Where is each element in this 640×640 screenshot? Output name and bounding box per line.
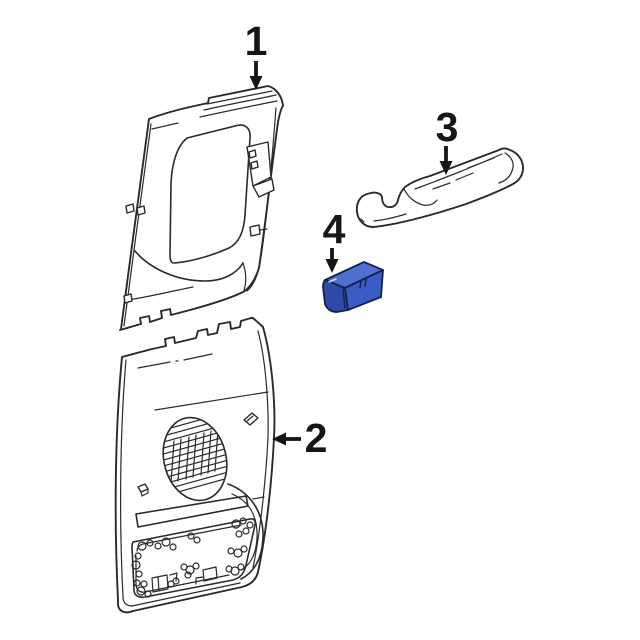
lower-panel-top-dash-dot — [137, 353, 213, 369]
upper-panel-window-recess — [169, 124, 251, 264]
upper-panel-left-tab-2 — [136, 205, 146, 216]
callout-4-arrow-head — [325, 259, 339, 273]
header-rail-line-2 — [203, 94, 277, 111]
armrest-surface-dashes — [432, 157, 495, 190]
lower-panel-left-inner-line — [120, 359, 127, 598]
callout-3-arrow-head — [439, 161, 453, 175]
upper-panel-left-tab-1 — [125, 203, 135, 214]
upper-panel-left-tab-3 — [123, 293, 133, 304]
upper-panel-right-drop-curve — [242, 262, 247, 291]
callout-4-label: 4 — [323, 206, 346, 252]
lower-panel-clip-left-face — [140, 488, 149, 497]
lower-panel-mid-line — [154, 391, 269, 411]
upper-panel-right-tab-link — [259, 228, 268, 231]
callout-1-arrow-head — [249, 76, 263, 90]
header-rail-line-3 — [199, 100, 278, 118]
part-armrest — [355, 147, 524, 228]
map-pocket-outline — [131, 518, 257, 598]
armrest-end-cap-inner — [498, 152, 514, 184]
bracket-clip-square-1 — [248, 149, 257, 159]
pull-cup-outer-curve — [227, 483, 264, 580]
lower-panel-slot-dash — [252, 496, 265, 500]
switch-housing-lip-step-line — [342, 288, 346, 309]
lower-panel-bottom-inner-line — [122, 582, 241, 607]
callout-2-label: 2 — [305, 415, 328, 461]
switch-housing-lip-highlight — [328, 278, 337, 283]
upper-panel-bracket-flap — [252, 178, 275, 198]
lower-panel-clip-right-line — [246, 415, 254, 422]
armrest-bottom-thickness-line — [373, 213, 407, 222]
pull-cup-inner-curve — [231, 493, 258, 571]
switch-housing-side-lip — [322, 279, 349, 313]
speaker-grille-hatch — [159, 410, 233, 498]
upper-panel-right-edge-inner-line — [246, 107, 277, 292]
callout-1: 1 — [245, 18, 268, 90]
armrest-outline — [355, 147, 524, 228]
callout-4: 4 — [323, 206, 346, 273]
callout-1-label: 1 — [245, 18, 268, 64]
pocket-bottom-glyphs — [151, 566, 218, 593]
switch-housing-tick-marks — [359, 278, 367, 289]
lower-panel-clip-right — [243, 412, 259, 426]
lower-panel-right-inner-line — [252, 330, 269, 569]
pocket-pebble-texture — [131, 517, 254, 598]
armrest-cap-tick — [360, 218, 365, 223]
part-switch-housing-highlighted — [322, 261, 384, 313]
callout-2: 2 — [272, 415, 327, 461]
callout-2-arrow-head — [272, 432, 286, 446]
armrest-flap-inner-curve — [403, 188, 438, 206]
upper-panel-top-dash — [151, 122, 179, 130]
part-lower-door-trim-panel — [114, 317, 276, 614]
bracket-clip-square-2 — [250, 160, 259, 170]
part-upper-door-trim-panel — [119, 85, 284, 331]
grille-vertical-hatch — [170, 428, 219, 484]
upper-panel-right-tab — [249, 224, 261, 237]
upper-panel-lower-curve — [126, 286, 194, 301]
lower-panel-outline — [114, 317, 276, 614]
header-rail-line-1 — [206, 90, 273, 105]
callout-3-label: 3 — [436, 104, 459, 150]
upper-panel-arch-curve — [134, 250, 244, 282]
callout-3: 3 — [436, 104, 459, 175]
